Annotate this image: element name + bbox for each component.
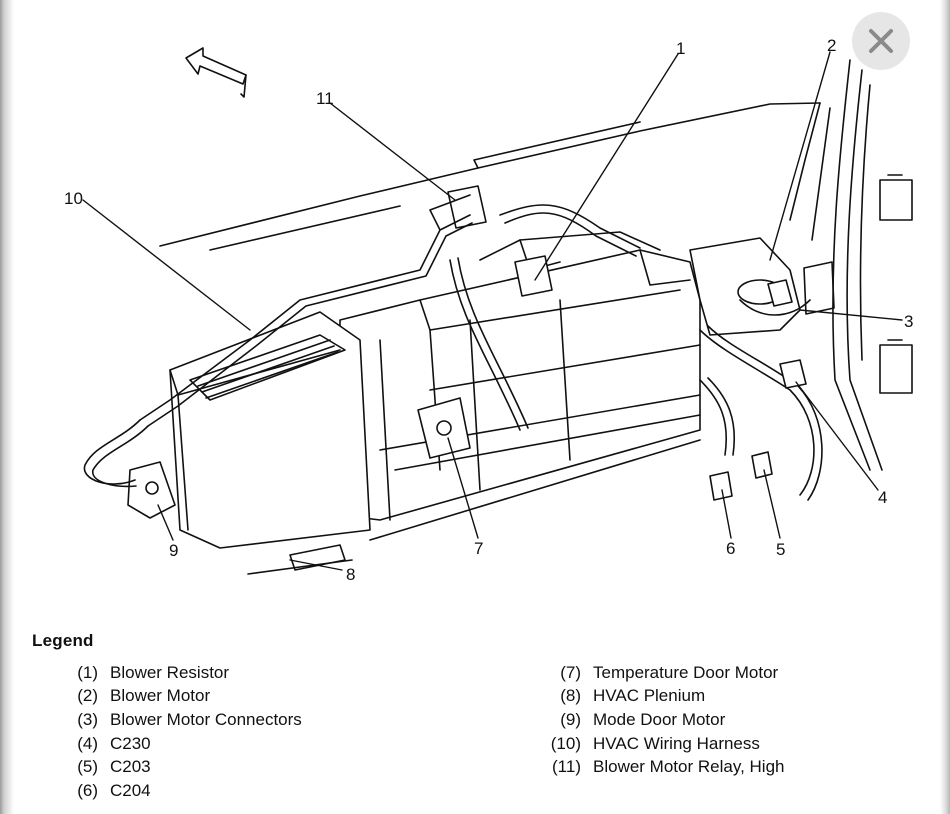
legend-number: (8) [560, 686, 581, 706]
connector-c230 [779, 359, 807, 389]
legend-label: C204 [110, 780, 151, 800]
legend-label: HVAC Plenium [593, 686, 706, 706]
direction-arrow-icon [185, 47, 247, 98]
legend-label: C230 [110, 733, 151, 753]
legend-number: (4) [77, 733, 98, 753]
callout-8: 8 [346, 565, 355, 584]
legend-column-left: (1) Blower Resistor (2) Blower Motor (3) Bl… [70, 661, 302, 803]
legend-item: (6) C204 [70, 779, 302, 803]
legend-number: (11) [552, 757, 581, 777]
callout-2: 2 [827, 36, 836, 55]
legend-column-right: (7) Temperature Door Motor (8) HVAC Pleniu… [545, 661, 785, 779]
legend-number: (3) [77, 709, 98, 729]
legend-label: Blower Resistor [110, 662, 230, 682]
callout-leader-lines [82, 51, 903, 571]
legend-item: (2) Blower Motor [70, 685, 302, 709]
blower-motor-relay [447, 185, 487, 229]
legend-label: Blower Motor [110, 686, 211, 706]
legend-label: C203 [110, 757, 151, 777]
hvac-wiring-harness [83, 194, 823, 501]
legend-item: (4) C230 [70, 732, 302, 756]
close-icon [869, 29, 893, 53]
legend-item: (1) Blower Resistor [70, 661, 302, 685]
hvac-component-diagram: 1 2 3 4 5 6 7 8 9 10 11 [64, 36, 913, 584]
blower-motor-connectors [767, 279, 793, 307]
legend-label: Blower Motor Connectors [110, 709, 302, 729]
legend-number: (6) [77, 780, 98, 800]
blower-resistor [514, 255, 553, 297]
callout-6: 6 [726, 539, 735, 558]
callout-11: 11 [316, 89, 334, 108]
mode-door-motor [127, 461, 176, 519]
legend-item: (10) HVAC Wiring Harness [545, 732, 784, 756]
legend-label: Temperature Door Motor [593, 662, 779, 682]
window-frame-left [0, 0, 14, 814]
legend-label: Blower Motor Relay, High [593, 757, 785, 777]
window-frame-right [940, 0, 950, 814]
legend-title: Legend [32, 631, 94, 650]
vehicle-body-right [803, 59, 913, 471]
dashboard-outline [159, 102, 831, 251]
legend-item: (11) Blower Motor Relay, High [545, 755, 784, 779]
connector-c204 [709, 471, 733, 501]
callout-3: 3 [904, 312, 913, 331]
legend-item: (7) Temperature Door Motor [545, 661, 784, 685]
legend-item: (9) Mode Door Motor [545, 708, 784, 732]
temperature-door-motor [417, 397, 471, 459]
legend-label: HVAC Wiring Harness [593, 733, 760, 753]
legend-number: (9) [560, 709, 581, 729]
legend-item: (3) Blower Motor Connectors [70, 708, 302, 732]
legend-item: (8) HVAC Plenium [545, 685, 784, 709]
callout-1: 1 [676, 39, 685, 58]
legend-label: Mode Door Motor [593, 709, 726, 729]
legend-item: (5) C203 [70, 755, 302, 779]
distribution-duct [169, 311, 371, 575]
legend-number: (7) [560, 662, 581, 682]
blower-motor [689, 237, 801, 336]
legend-number: (10) [550, 733, 581, 753]
close-button[interactable] [852, 12, 910, 70]
legend-number: (1) [77, 662, 98, 682]
callout-10: 10 [64, 189, 83, 208]
callout-4: 4 [878, 488, 887, 507]
callout-9: 9 [169, 541, 178, 560]
legend-number: (2) [77, 686, 98, 706]
connector-c203 [751, 451, 773, 479]
callout-5: 5 [776, 540, 785, 559]
callout-labels: 1 2 3 4 5 6 7 8 9 10 11 [64, 36, 913, 584]
callout-7: 7 [474, 539, 483, 558]
legend-number: (5) [77, 757, 98, 777]
